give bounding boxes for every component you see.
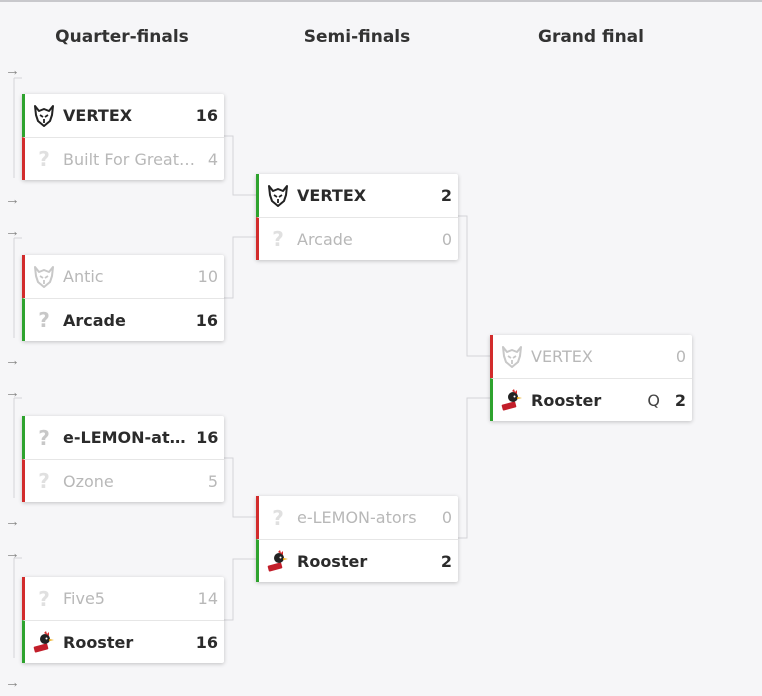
connector-qf2-sf1 [224,236,257,299]
team-name: Arcade [63,310,126,330]
team-score: 2 [440,186,452,205]
arrow-icon: → [5,62,20,79]
team-score: 0 [441,508,452,527]
rooster-logo-icon [31,629,57,655]
match-row-qf4-top[interactable]: ? Five5 14 [22,577,224,620]
team-score: 5 [207,471,218,491]
wolf-logo-icon [31,264,57,290]
match-grand-final[interactable]: VERTEX 0 Rooster Q 2 [490,335,692,421]
team-score: 16 [196,428,219,447]
team-name: VERTEX [297,186,367,205]
team-score: 0 [441,229,452,249]
connector-qf1-left [13,77,22,178]
team-name: Arcade [297,229,353,249]
arrow-icon: → [5,513,20,530]
question-mark-icon: ? [272,227,284,251]
team-score: 16 [195,310,218,330]
arrow-icon: → [5,674,20,691]
match-sf1[interactable]: VERTEX 2 ? Arcade 0 [256,174,458,260]
question-mark-icon: ? [38,425,50,450]
match-sf2[interactable]: ? e-LEMON-ators 0 Rooster 2 [256,496,458,582]
connector-qf2-left [13,237,22,338]
round-title-quarter-finals: Quarter-finals [55,27,189,47]
match-row-qf1-top[interactable]: VERTEX 16 [22,94,224,137]
connector-qf3-sf2 [224,457,257,518]
match-qf3[interactable]: ? e-LEMON-ators 16 ? Ozone 5 [22,416,224,502]
team-score: 2 [674,390,686,410]
team-score: 16 [195,632,218,652]
wolf-logo-icon [31,103,57,129]
rooster-logo-icon [265,548,291,574]
team-score: 14 [197,589,218,608]
team-name: Five5 [63,589,105,608]
question-mark-icon: ? [38,308,50,332]
connector-sf2-gf [458,397,491,539]
match-qf4[interactable]: ? Five5 14 Rooster 16 [22,577,224,663]
team-name: Built For Greatness [63,149,200,169]
arrow-icon: → [5,545,20,562]
match-row-sf2-bottom[interactable]: Rooster 2 [256,539,458,582]
question-mark-icon: ? [38,469,50,493]
rooster-logo-icon [499,387,525,413]
question-mark-icon: ? [38,147,50,171]
team-name: Rooster [297,551,368,571]
team-name: e-LEMON-ators [63,428,197,447]
question-mark-icon: ? [38,586,50,611]
match-row-gf-top[interactable]: VERTEX 0 [490,335,692,378]
top-border [0,0,762,2]
team-score: 2 [440,551,452,571]
match-row-sf1-top[interactable]: VERTEX 2 [256,174,458,217]
round-title-grand-final: Grand final [537,27,644,47]
team-name: Rooster [531,390,602,410]
match-row-qf1-bottom[interactable]: ? Built For Greatness 4 [22,137,224,180]
match-row-gf-bottom[interactable]: Rooster Q 2 [490,378,692,421]
team-score: 16 [195,106,218,125]
team-name: e-LEMON-ators [297,508,417,527]
connector-qf1-sf1 [224,135,257,196]
round-title-semi-finals: Semi-finals [303,27,411,47]
connector-qf4-sf2 [224,558,257,621]
arrow-icon: → [5,223,20,240]
connector-sf1-gf [458,215,491,357]
team-name: VERTEX [63,106,133,125]
team-name: VERTEX [531,347,593,366]
match-row-qf4-bottom[interactable]: Rooster 16 [22,620,224,663]
arrow-icon: → [5,352,20,369]
team-score: 10 [197,267,218,286]
match-row-qf2-bottom[interactable]: ? Arcade 16 [22,298,224,341]
wolf-logo-icon [265,183,291,209]
match-row-sf1-bottom[interactable]: ? Arcade 0 [256,217,458,260]
match-row-qf3-top[interactable]: ? e-LEMON-ators 16 [22,416,224,459]
wolf-logo-icon [499,344,525,370]
match-row-sf2-top[interactable]: ? e-LEMON-ators 0 [256,496,458,539]
qualified-flag: Q [647,390,660,410]
team-score: 0 [675,347,686,366]
team-name: Antic [63,267,104,286]
connector-qf4-left [13,557,22,658]
connector-qf3-left [13,397,22,498]
match-qf2[interactable]: Antic 10 ? Arcade 16 [22,255,224,341]
arrow-icon: → [5,191,20,208]
match-row-qf3-bottom[interactable]: ? Ozone 5 [22,459,224,502]
match-qf1[interactable]: VERTEX 16 ? Built For Greatness 4 [22,94,224,180]
match-row-qf2-top[interactable]: Antic 10 [22,255,224,298]
question-mark-icon: ? [272,505,284,530]
team-name: Ozone [63,471,114,491]
team-score: 4 [207,149,218,169]
team-name: Rooster [63,632,134,652]
arrow-icon: → [5,384,20,401]
